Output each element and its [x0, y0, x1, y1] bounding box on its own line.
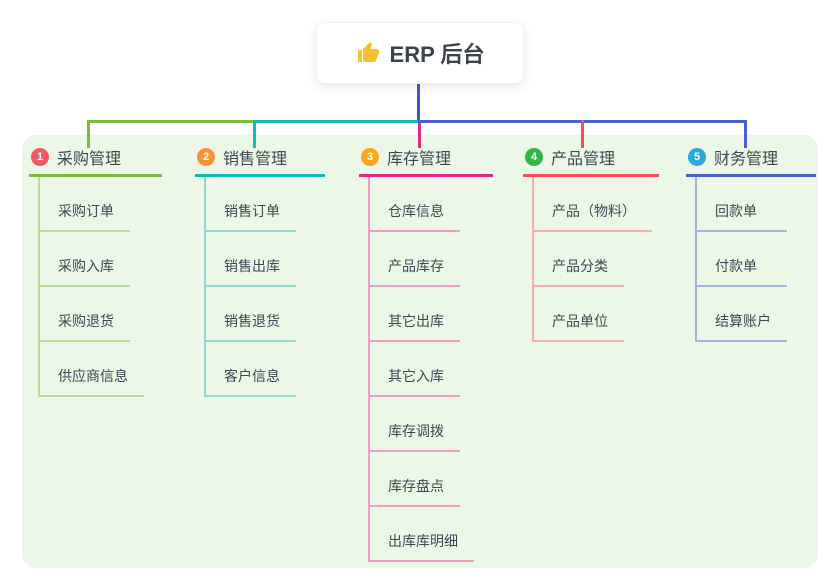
- branch-4: 4 产品管理 产品（物料） 产品分类 产品单位: [523, 146, 659, 342]
- child-node[interactable]: 销售退货: [204, 287, 296, 342]
- child-node[interactable]: 销售出库: [204, 232, 296, 287]
- root-node[interactable]: ERP 后台: [316, 22, 524, 84]
- child-node[interactable]: 仓库信息: [368, 177, 460, 232]
- branch-children: 采购订单 采购入库 采购退货 供应商信息: [38, 177, 144, 397]
- child-node-label: 库存盘点: [388, 478, 444, 494]
- child-node[interactable]: 结算账户: [695, 287, 787, 342]
- child-node-label: 仓库信息: [388, 203, 444, 219]
- branches-panel: [22, 135, 818, 568]
- connector-line: [254, 120, 418, 123]
- child-node[interactable]: 出库库明细: [368, 507, 474, 562]
- child-node[interactable]: 付款单: [695, 232, 787, 287]
- connector-line: [87, 120, 90, 148]
- child-node-label: 产品单位: [552, 313, 608, 329]
- child-node-label: 回款单: [715, 203, 757, 219]
- branch-label: 销售管理: [223, 151, 288, 168]
- branch-header[interactable]: 2 销售管理: [195, 146, 325, 177]
- branch-5: 5 财务管理 回款单 付款单 结算账户: [686, 146, 816, 342]
- child-node-label: 库存调拨: [388, 423, 444, 439]
- child-node[interactable]: 采购订单: [38, 177, 130, 232]
- child-node-label: 其它出库: [388, 313, 444, 329]
- branch-number-badge: 4: [525, 148, 543, 166]
- connector-line: [87, 120, 255, 123]
- child-node[interactable]: 产品（物料）: [532, 177, 652, 232]
- branch-header[interactable]: 1 采购管理: [29, 146, 162, 177]
- branch-spine-line: [532, 177, 534, 342]
- child-node-label: 产品库存: [388, 258, 444, 274]
- child-node-label: 产品（物料）: [552, 203, 636, 219]
- child-node-label: 供应商信息: [58, 368, 128, 384]
- child-node[interactable]: 库存调拨: [368, 397, 460, 452]
- child-node-label: 其它入库: [388, 368, 444, 384]
- branch-header[interactable]: 3 库存管理: [359, 146, 493, 177]
- connector-line: [253, 120, 256, 148]
- branch-label: 财务管理: [714, 151, 779, 168]
- branch-spine-line: [695, 177, 697, 342]
- branch-3: 3 库存管理 仓库信息 产品库存 其它出库 其它入库 库存调拨 库存盘点 出库库…: [359, 146, 493, 562]
- connector-line: [417, 80, 420, 122]
- branch-2: 2 销售管理 销售订单 销售出库 销售退货 客户信息: [195, 146, 325, 397]
- child-node-label: 出库库明细: [388, 533, 458, 549]
- child-node[interactable]: 产品库存: [368, 232, 460, 287]
- child-node[interactable]: 销售订单: [204, 177, 296, 232]
- branch-children: 产品（物料） 产品分类 产品单位: [532, 177, 652, 342]
- connector-line: [581, 120, 584, 148]
- child-node-label: 采购退货: [58, 313, 114, 329]
- branch-header[interactable]: 4 产品管理: [523, 146, 659, 177]
- branch-children: 回款单 付款单 结算账户: [695, 177, 787, 342]
- root-label: ERP 后台: [389, 42, 485, 67]
- connector-line: [744, 120, 747, 148]
- branch-number-badge: 3: [361, 148, 379, 166]
- child-node[interactable]: 其它出库: [368, 287, 460, 342]
- branch-number-badge: 5: [688, 148, 706, 166]
- child-node[interactable]: 采购入库: [38, 232, 130, 287]
- child-node-label: 销售订单: [224, 203, 280, 219]
- child-node[interactable]: 客户信息: [204, 342, 296, 397]
- child-node-label: 采购订单: [58, 203, 114, 219]
- child-node[interactable]: 供应商信息: [38, 342, 144, 397]
- child-node-label: 采购入库: [58, 258, 114, 274]
- child-node-label: 销售出库: [224, 258, 280, 274]
- branch-label: 库存管理: [387, 151, 452, 168]
- branch-spine-line: [368, 177, 370, 562]
- child-node-label: 付款单: [715, 258, 757, 274]
- branch-label: 采购管理: [57, 151, 122, 168]
- child-node[interactable]: 其它入库: [368, 342, 460, 397]
- branch-children: 销售订单 销售出库 销售退货 客户信息: [204, 177, 296, 397]
- branch-number-badge: 1: [31, 148, 49, 166]
- child-node[interactable]: 产品单位: [532, 287, 624, 342]
- branch-header[interactable]: 5 财务管理: [686, 146, 816, 177]
- child-node[interactable]: 库存盘点: [368, 452, 460, 507]
- branch-number-badge: 2: [197, 148, 215, 166]
- child-node[interactable]: 采购退货: [38, 287, 130, 342]
- child-node-label: 销售退货: [224, 313, 280, 329]
- child-node[interactable]: 回款单: [695, 177, 787, 232]
- child-node-label: 产品分类: [552, 258, 608, 274]
- branch-spine-line: [38, 177, 40, 397]
- branch-label: 产品管理: [551, 151, 616, 168]
- connector-line: [418, 123, 421, 148]
- child-node[interactable]: 产品分类: [532, 232, 624, 287]
- thumbs-up-icon: [356, 41, 380, 65]
- branch-1: 1 采购管理 采购订单 采购入库 采购退货 供应商信息: [29, 146, 162, 397]
- child-node-label: 结算账户: [715, 313, 771, 329]
- child-node-label: 客户信息: [224, 368, 280, 384]
- branch-children: 仓库信息 产品库存 其它出库 其它入库 库存调拨 库存盘点 出库库明细: [368, 177, 474, 562]
- branch-spine-line: [204, 177, 206, 397]
